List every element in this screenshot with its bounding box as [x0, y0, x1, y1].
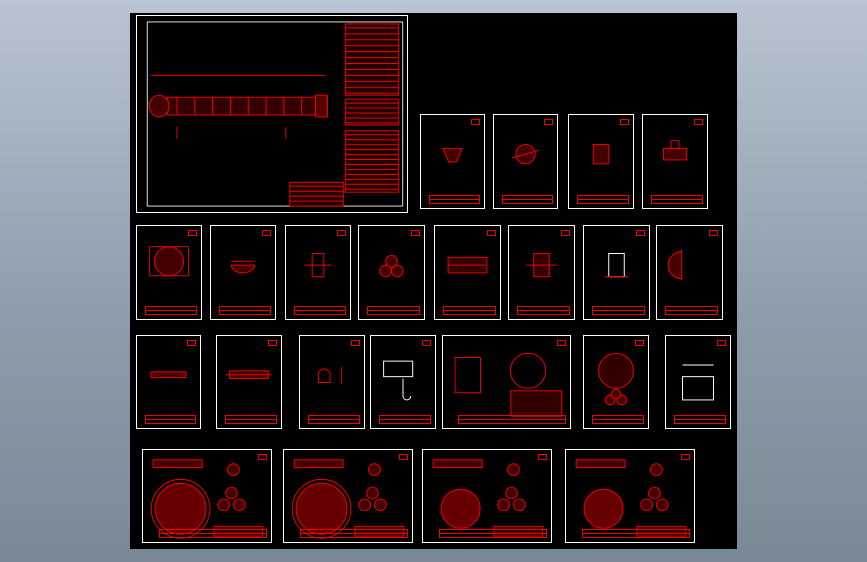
sheet-number-box — [187, 340, 196, 346]
drawing-graphic — [379, 254, 404, 278]
sheet-number-box — [351, 340, 360, 346]
sheet-number-box — [262, 230, 271, 236]
drawing-sheet-part-13[interactable] — [136, 335, 201, 429]
drawing-sheet-assembly-drawing[interactable] — [136, 15, 408, 213]
drawing-graphic — [150, 459, 264, 539]
title-block — [577, 195, 629, 204]
drawing-sheet-part-7[interactable] — [285, 225, 351, 320]
title-block — [651, 195, 703, 204]
drawing-viewport[interactable] — [130, 13, 737, 549]
drawing-graphic — [442, 147, 463, 163]
drawing-sheet-part-10[interactable] — [508, 225, 575, 320]
sheet-number-box — [681, 454, 690, 460]
title-block — [429, 195, 480, 204]
sheet-number-box — [399, 454, 408, 460]
drawing-sheet-part-9[interactable] — [434, 225, 501, 320]
title-block — [145, 306, 197, 315]
sheet-number-box — [337, 230, 346, 236]
sheet-number-box — [422, 340, 431, 346]
sheet-number-box — [188, 230, 197, 236]
drawing-graphic — [150, 371, 187, 379]
drawing-sheet-part-8[interactable] — [358, 225, 425, 320]
drawing-sheet-part-17[interactable] — [442, 335, 571, 429]
drawing-sheet-tubesheet-1[interactable] — [142, 449, 272, 543]
title-block — [443, 306, 496, 315]
drawing-graphic — [525, 252, 558, 278]
drawing-graphic — [575, 459, 687, 537]
drawing-graphic — [592, 143, 610, 165]
drawing-sheet-part-19[interactable] — [665, 335, 731, 429]
sheet-number-box — [694, 119, 703, 125]
drawing-sheet-tubesheet-4[interactable] — [565, 449, 695, 543]
drawing-sheet-part-12[interactable] — [656, 225, 723, 320]
sheet-number-box — [471, 119, 480, 125]
drawing-graphic — [383, 360, 414, 401]
title-block — [439, 529, 547, 538]
drawing-graphic — [682, 364, 714, 401]
title-block — [219, 306, 271, 315]
drawing-graphic — [230, 260, 256, 274]
drawing-sheet-part-1[interactable] — [420, 114, 485, 209]
title-block — [308, 415, 360, 424]
drawing-sheet-part-16[interactable] — [370, 335, 436, 429]
sheet-number-box — [561, 230, 570, 236]
title-block — [674, 415, 726, 424]
sheet-number-box — [268, 340, 277, 346]
title-block — [458, 415, 566, 424]
sheet-number-box — [709, 230, 718, 236]
drawing-sheet-part-14[interactable] — [216, 335, 282, 429]
drawing-graphic — [225, 370, 273, 380]
sheet-number-box — [544, 119, 553, 125]
drawing-graphic — [291, 459, 405, 539]
drawing-graphic — [598, 352, 634, 406]
drawing-sheet-part-2[interactable] — [493, 114, 558, 209]
drawing-graphic — [146, 21, 404, 207]
drawing-graphic — [454, 352, 563, 417]
drawing-graphic — [149, 246, 189, 277]
title-block — [145, 415, 196, 424]
title-block — [517, 306, 570, 315]
title-block — [379, 415, 431, 424]
drawing-sheet-part-11[interactable] — [583, 225, 650, 320]
title-block — [592, 415, 644, 424]
title-block — [582, 529, 690, 538]
drawing-graphic — [317, 366, 343, 385]
title-block — [367, 306, 420, 315]
sheet-number-box — [411, 230, 420, 236]
sheet-number-box — [487, 230, 496, 236]
drawing-sheet-part-6[interactable] — [210, 225, 276, 320]
sheet-number-box — [557, 340, 566, 346]
drawing-sheet-part-18[interactable] — [583, 335, 649, 429]
drawing-graphic — [662, 140, 688, 161]
title-block — [159, 529, 267, 538]
title-block — [665, 306, 718, 315]
drawing-sheet-part-5[interactable] — [136, 225, 202, 320]
sheet-number-box — [635, 340, 644, 346]
title-block — [300, 529, 408, 538]
drawing-sheet-part-15[interactable] — [299, 335, 365, 429]
title-block — [294, 306, 346, 315]
sheet-number-box — [636, 230, 645, 236]
drawing-sheet-part-4[interactable] — [642, 114, 708, 209]
drawing-sheet-part-3[interactable] — [568, 114, 634, 209]
drawing-graphic — [447, 256, 488, 274]
sheet-number-box — [717, 340, 726, 346]
sheet-number-box — [538, 454, 547, 460]
drawing-graphic — [667, 249, 683, 281]
title-block — [225, 415, 277, 424]
drawing-graphic — [304, 253, 332, 278]
title-block — [592, 306, 645, 315]
drawing-graphic — [511, 143, 540, 165]
drawing-graphic — [432, 459, 544, 537]
sheet-number-box — [258, 454, 267, 460]
drawing-sheet-tubesheet-2[interactable] — [283, 449, 413, 543]
drawing-graphic — [604, 252, 629, 278]
title-block — [502, 195, 553, 204]
drawing-sheet-tubesheet-3[interactable] — [422, 449, 552, 543]
sheet-number-box — [620, 119, 629, 125]
